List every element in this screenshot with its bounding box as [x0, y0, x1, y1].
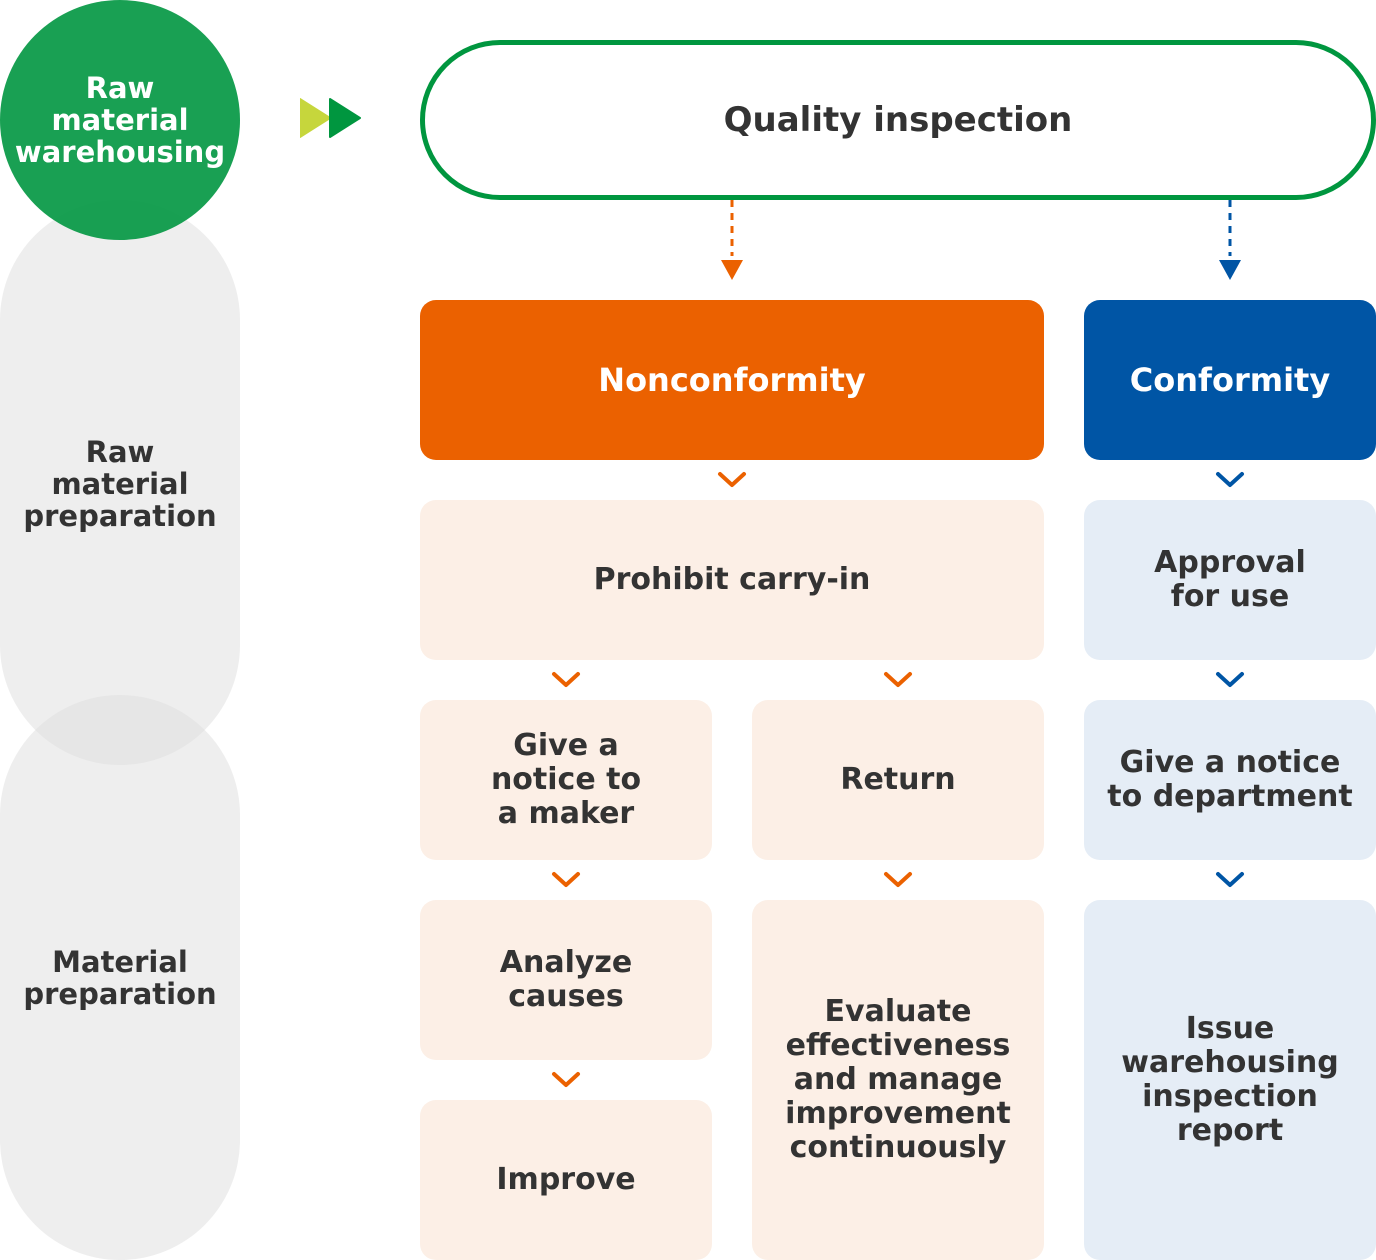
nonconformity-header: Nonconformity: [420, 300, 1044, 460]
chevron-down-icon: [1216, 672, 1244, 687]
chevron-down-icon: [884, 872, 912, 887]
step-analyze-causes: Analyze causes: [420, 900, 712, 1060]
step-evaluate-effectiveness: Evaluate effectiveness and manage improv…: [752, 900, 1044, 1260]
step-label: Return: [840, 762, 956, 797]
conformity-label: Conformity: [1129, 361, 1331, 399]
step-notice-to-department: Give a notice to department: [1084, 700, 1376, 860]
stage-band-raw-material-preparation: [0, 200, 240, 765]
step-label: Give a notice to department: [1107, 745, 1353, 814]
dashed-arrow-nonconformity-icon: [721, 200, 743, 280]
step-return: Return: [752, 700, 1044, 860]
chevron-down-icon: [552, 872, 580, 887]
step-improve: Improve: [420, 1100, 712, 1260]
quality-inspection-label: Quality inspection: [723, 100, 1073, 140]
step-label: Improve: [496, 1162, 636, 1197]
stage-label-warehousing: Raw material warehousing: [14, 71, 226, 169]
step-label: Give a notice to a maker: [490, 728, 642, 831]
stage-circle-warehousing: Raw material warehousing: [0, 0, 240, 240]
lime-arrow-icon: [300, 98, 331, 138]
step-label: Issue warehousing inspection report: [1121, 1011, 1339, 1148]
step-label: Analyze causes: [499, 945, 633, 1014]
step-approval-for-use: Approval for use: [1084, 500, 1376, 660]
chevron-down-icon: [718, 472, 746, 487]
nonconformity-label: Nonconformity: [598, 361, 866, 399]
step-label: Prohibit carry-in: [593, 562, 871, 597]
step-label: Approval for use: [1154, 545, 1306, 614]
chevron-down-icon: [1216, 872, 1244, 887]
step-notice-to-maker: Give a notice to a maker: [420, 700, 712, 860]
green-arrow-icon: [329, 98, 361, 138]
quality-inspection-node: Quality inspection: [420, 40, 1376, 200]
double-play-arrow-icon: [300, 98, 361, 138]
chevron-down-icon: [884, 672, 912, 687]
dashed-arrow-conformity-icon: [1219, 200, 1241, 280]
stage-label-raw-material-preparation: Raw material preparation: [23, 435, 217, 533]
conformity-header: Conformity: [1084, 300, 1376, 460]
stage-band-material-preparation: [0, 695, 240, 1260]
step-prohibit-carry-in: Prohibit carry-in: [420, 500, 1044, 660]
step-issue-inspection-report: Issue warehousing inspection report: [1084, 900, 1376, 1260]
chevron-down-icon: [1216, 472, 1244, 487]
stage-label-material-preparation: Material preparation: [23, 945, 217, 1011]
chevron-down-icon: [552, 1072, 580, 1087]
chevron-down-icon: [552, 672, 580, 687]
step-label: Evaluate effectiveness and manage improv…: [785, 994, 1011, 1165]
